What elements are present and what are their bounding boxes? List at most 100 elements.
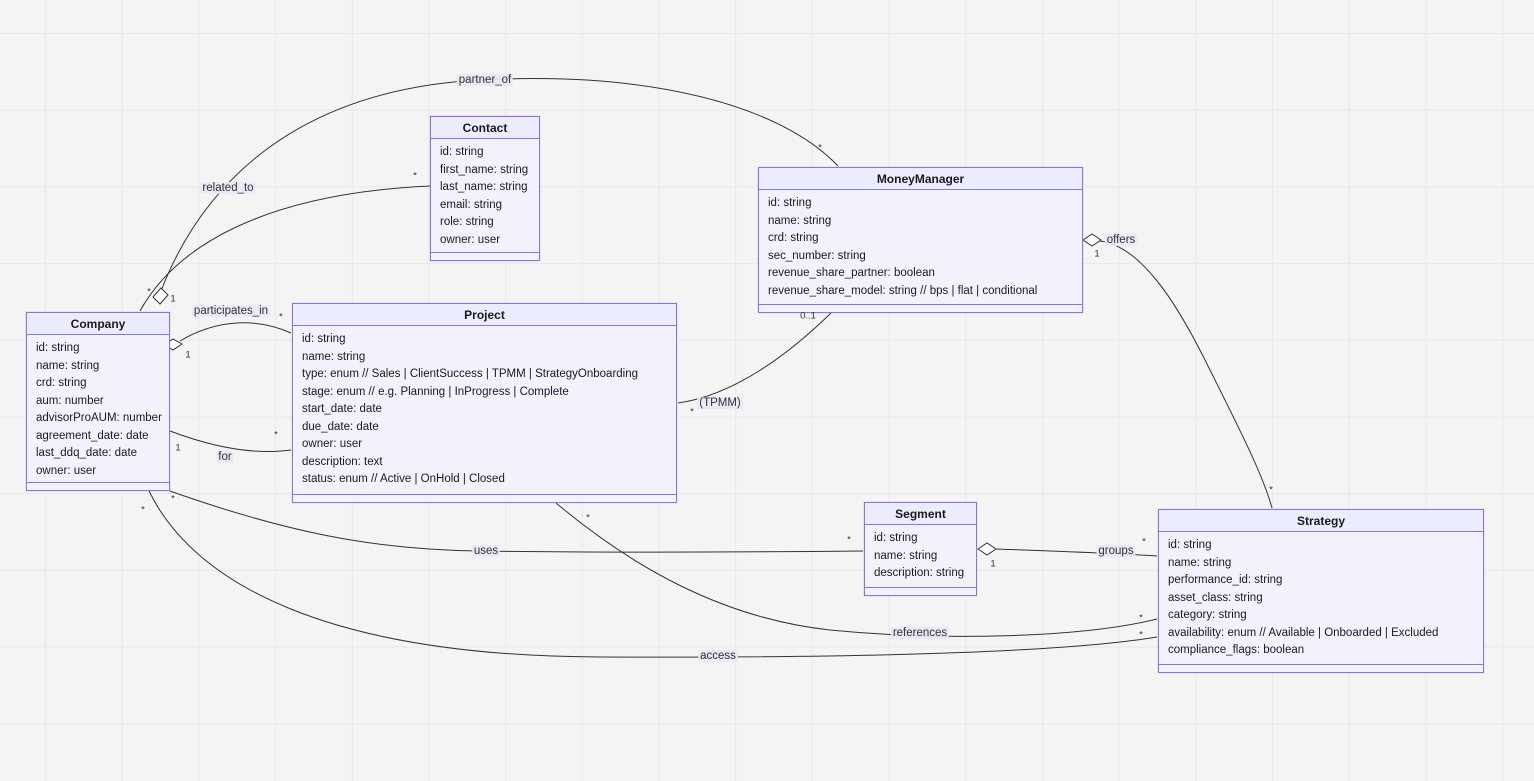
- edge-for: [169, 430, 292, 453]
- attribute: owner: user: [302, 438, 363, 450]
- cardinality-access-company: *: [141, 504, 145, 516]
- attribute: status: enum // Active | OnHold | Closed: [302, 473, 505, 485]
- entity-attributes: id: string name: string type: enum // Sa…: [293, 326, 676, 494]
- attribute: id: string: [302, 333, 346, 345]
- attribute: owner: user: [36, 464, 97, 477]
- cardinality-uses-segment: *: [847, 534, 851, 546]
- edge-label-offers: offers: [1104, 234, 1138, 246]
- attribute: id: string: [874, 532, 918, 544]
- edge-offers: [1099, 240, 1273, 509]
- attribute: role: string: [440, 216, 494, 228]
- attribute: due_date: date: [302, 420, 379, 433]
- entity-footer: [293, 494, 676, 502]
- entity-footer: [27, 482, 169, 490]
- edge-label-tpmm: (TPMM): [697, 397, 743, 409]
- attribute: compliance_flags: boolean: [1168, 644, 1305, 656]
- attribute: email: string: [440, 198, 502, 211]
- cardinality-partner-of-moneymanager: *: [818, 142, 822, 154]
- cardinality-participates-in-company: 1: [185, 349, 191, 361]
- attribute: name: string: [768, 214, 832, 227]
- attribute: stage: enum // e.g. Planning | InProgres…: [302, 385, 569, 398]
- attribute: sec_number: string: [768, 249, 866, 262]
- entity-footer: [759, 304, 1082, 312]
- entity-footer: [865, 587, 976, 595]
- attribute: id: string: [1168, 539, 1212, 551]
- attribute: name: string: [874, 549, 938, 562]
- entity-title: Contact: [431, 117, 539, 139]
- attribute: revenue_share_partner: boolean: [768, 267, 935, 279]
- entity-footer: [1159, 664, 1483, 672]
- edge-label-for: for: [216, 451, 234, 463]
- attribute: description: text: [302, 455, 383, 468]
- cardinality-tpmm-project: *: [690, 406, 694, 418]
- entity-project: Project id: string name: string type: en…: [292, 303, 677, 503]
- entity-moneymanager: MoneyManager id: string name: string crd…: [758, 167, 1083, 313]
- cardinality-access-strategy: *: [1139, 629, 1143, 641]
- attribute: asset_class: string: [1168, 591, 1263, 604]
- attribute: description: string: [874, 567, 965, 579]
- attribute: availability: enum // Available | Onboar…: [1168, 626, 1439, 639]
- attribute: last_name: string: [440, 181, 528, 193]
- entity-title: Strategy: [1159, 510, 1483, 532]
- cardinality-tpmm-moneymanager: 0..1: [800, 310, 816, 322]
- cardinality-uses-company: *: [171, 493, 175, 505]
- attribute: advisorProAUM: number: [36, 412, 162, 424]
- attribute: last_ddq_date: date: [36, 447, 138, 459]
- attribute: name: string: [1168, 556, 1232, 569]
- entity-attributes: id: string name: string performance_id: …: [1159, 532, 1483, 664]
- attribute: owner: user: [440, 233, 501, 246]
- cardinality-references-strategy: *: [1139, 612, 1143, 624]
- cardinality-partner-of-company: 1: [170, 293, 176, 305]
- edge-tpmm: [677, 312, 832, 404]
- attribute: first_name: string: [440, 163, 529, 176]
- edge-label-uses: uses: [471, 545, 501, 557]
- cardinality-groups-segment: 1: [990, 558, 996, 570]
- edge-label-related-to: related_to: [200, 182, 256, 194]
- cardinality-participates-in-project: *: [279, 311, 283, 323]
- attribute: revenue_share_model: string // bps | fla…: [768, 284, 1038, 297]
- edge-access: [148, 490, 1158, 658]
- attribute: crd: string: [768, 232, 819, 244]
- cardinality-offers-strategy: *: [1269, 484, 1273, 496]
- attribute: name: string: [36, 359, 100, 372]
- cardinality-offers-moneymanager: 1: [1094, 248, 1100, 260]
- edge-related-to: [139, 185, 431, 312]
- entity-contact: Contact id: string first_name: string la…: [430, 116, 540, 261]
- cardinality-for-project: *: [274, 429, 278, 441]
- attribute: id: string: [768, 197, 812, 209]
- entity-footer: [431, 252, 539, 260]
- entity-title: Company: [27, 313, 169, 335]
- attribute: performance_id: string: [1168, 574, 1283, 586]
- aggregation-diamond-groups: [977, 542, 997, 556]
- entity-attributes: id: string name: string crd: string aum:…: [27, 335, 169, 482]
- entity-attributes: id: string name: string description: str…: [865, 525, 976, 587]
- attribute: id: string: [36, 342, 80, 354]
- attribute: aum: number: [36, 394, 104, 407]
- entity-segment: Segment id: string name: string descript…: [864, 502, 977, 596]
- edge-references: [555, 502, 1158, 637]
- edge-label-access: access: [698, 650, 738, 662]
- attribute: crd: string: [36, 377, 87, 389]
- attribute: name: string: [302, 350, 366, 363]
- attribute: id: string: [440, 146, 484, 158]
- attribute: start_date: date: [302, 403, 382, 415]
- entity-title: Project: [293, 304, 676, 326]
- cardinality-for-company: 1: [175, 442, 181, 454]
- edge-label-groups: groups: [1096, 545, 1136, 557]
- entity-attributes: id: string name: string crd: string sec_…: [759, 190, 1082, 304]
- entity-title: Segment: [865, 503, 976, 525]
- entity-title: MoneyManager: [759, 168, 1082, 190]
- entity-strategy: Strategy id: string name: string perform…: [1158, 509, 1484, 673]
- edge-participates-in: [179, 322, 292, 342]
- edge-label-participates-in: participates_in: [191, 305, 271, 317]
- attribute: agreement_date: date: [36, 429, 149, 442]
- attribute: type: enum // Sales | ClientSuccess | TP…: [302, 368, 639, 380]
- edge-label-references: references: [890, 627, 950, 639]
- cardinality-groups-strategy: *: [1142, 536, 1146, 548]
- cardinality-related-to-company: *: [147, 286, 151, 298]
- attribute: category: string: [1168, 609, 1247, 621]
- aggregation-diamond-offers: [1082, 233, 1102, 247]
- edge-label-partner-of: partner_of: [456, 74, 514, 86]
- cardinality-references-project: *: [586, 512, 590, 524]
